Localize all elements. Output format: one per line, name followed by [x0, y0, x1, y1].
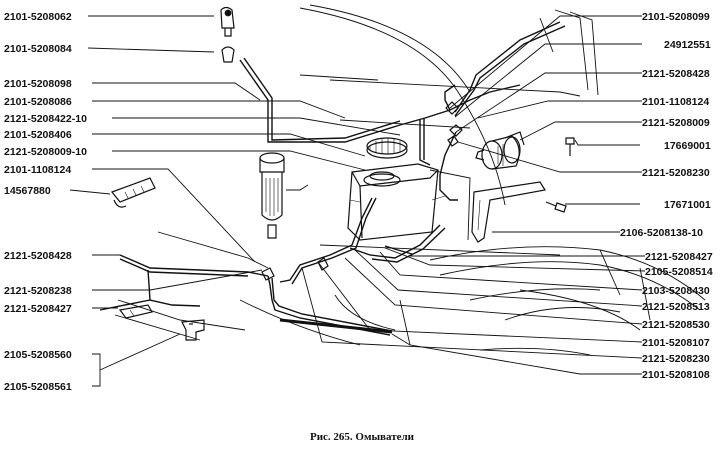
label-24912551: 24912551: [664, 39, 711, 51]
label-2121-5208530: 2121-5208530: [642, 319, 710, 331]
label-2121-5208230-lower: 2121-5208230: [642, 353, 710, 365]
label-2121-5208009: 2121-5208009: [642, 117, 710, 129]
labels-left: 2101-5208062 2101-5208084 2101-5208098 2…: [4, 11, 87, 393]
washer-reservoir: [347, 163, 446, 241]
label-2121-5208230: 2121-5208230: [642, 167, 710, 179]
washer-nozzle: [220, 6, 235, 37]
reservoir-cap: [366, 137, 408, 159]
label-2101-5208098: 2101-5208098: [4, 78, 72, 90]
label-2101-1108124-right: 2101-1108124: [642, 96, 709, 108]
label-14567880: 14567880: [4, 185, 51, 197]
figure-caption: Рис. 265. Омыватели: [310, 431, 415, 443]
label-17669001: 17669001: [664, 140, 711, 152]
label-2121-5208428: 2121-5208428: [4, 250, 72, 262]
lower-nozzle: [118, 304, 153, 319]
label-2121-5208009-10: 2121-5208009-10: [4, 146, 87, 158]
leader-lines: [69, 15, 646, 387]
label-2101-5208406: 2101-5208406: [4, 129, 72, 141]
screw-17671001: [545, 201, 567, 213]
label-2121-5208238: 2121-5208238: [4, 285, 72, 297]
label-2101-5208062: 2101-5208062: [4, 11, 72, 23]
label-2121-5208513: 2121-5208513: [642, 301, 710, 313]
hose-network: [99, 21, 566, 336]
label-2121-5208428-right: 2121-5208428: [642, 68, 710, 80]
nozzle-clip: [221, 46, 235, 63]
label-2121-5208427: 2121-5208427: [4, 303, 72, 315]
screw-17669001: [565, 137, 575, 156]
label-2105-5208561: 2105-5208561: [4, 381, 72, 393]
label-2101-5208108: 2101-5208108: [642, 369, 710, 381]
label-2105-5208514: 2105-5208514: [645, 266, 713, 278]
label-2105-5208560: 2105-5208560: [4, 349, 72, 361]
label-2101-5208107: 2101-5208107: [642, 337, 710, 349]
washer-pump: [259, 152, 309, 239]
label-2121-5208422-10: 2121-5208422-10: [4, 113, 87, 125]
label-2106-5208138-10: 2106-5208138-10: [620, 227, 703, 239]
grommet-14567880: [111, 177, 156, 208]
label-2103-5208430: 2103-5208430: [642, 285, 710, 297]
pump-bracket: [471, 181, 546, 243]
label-2101-1108124: 2101-1108124: [4, 164, 71, 176]
clip-2105-5208560: [181, 319, 205, 341]
label-2101-5208084: 2101-5208084: [4, 43, 72, 55]
labels-right: 2101-5208099 24912551 2121-5208428 2101-…: [620, 11, 713, 381]
label-2121-5208427-right: 2121-5208427: [645, 251, 713, 263]
label-2101-5208086: 2101-5208086: [4, 96, 72, 108]
label-2101-5208099: 2101-5208099: [642, 11, 710, 23]
label-17671001: 17671001: [664, 199, 711, 211]
